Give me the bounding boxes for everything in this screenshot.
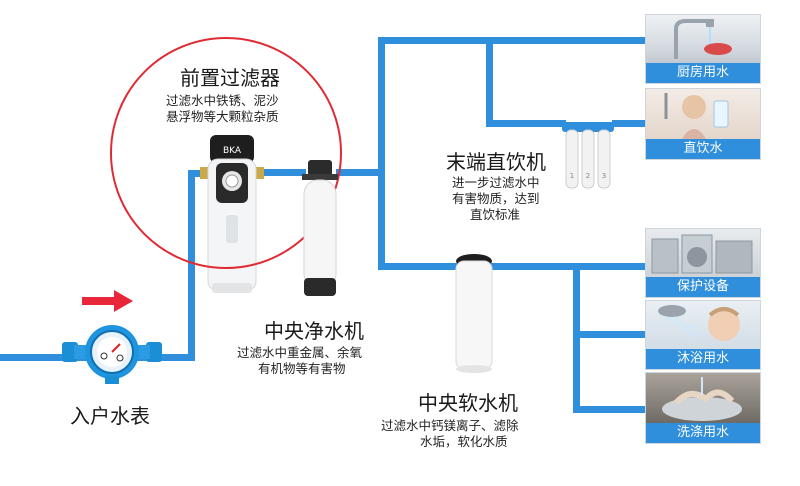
shower-icon: [646, 301, 760, 349]
pre-filter-desc-line1: 过滤水中铁锈、泥沙: [166, 93, 279, 108]
kitchen-faucet-icon: [646, 15, 760, 63]
output-protect-appliances: 保护设备: [645, 228, 761, 298]
output-label-laundry: 洗涤用水: [646, 423, 760, 443]
water-meter-icon: [62, 325, 162, 384]
drinking-glass-icon: [646, 89, 760, 139]
terminal-desc-line2: 有害物质，达到: [452, 191, 540, 206]
pipe-soft-vertical: [573, 263, 580, 413]
pre-filter-highlight-ring: [110, 37, 342, 269]
pre-filter-title: 前置过滤器: [180, 66, 280, 90]
output-label-kitchen: 厨房用水: [646, 63, 760, 83]
softener-desc-line1: 过滤水中钙镁离子、滤除: [381, 418, 519, 433]
softener-device-icon: [455, 254, 493, 373]
stage-2-number: 2: [586, 172, 590, 180]
output-label-appliances: 保护设备: [646, 277, 760, 297]
pipe-from-softener: [488, 263, 648, 270]
pipe-main-vertical: [378, 37, 385, 270]
output-label-drinking: 直饮水: [646, 139, 760, 159]
pre-filter-desc-line2: 悬浮物等大颗粒杂质: [166, 109, 279, 124]
stage-3-number: 3: [602, 172, 606, 180]
output-kitchen-water: 厨房用水: [645, 14, 761, 84]
softener-desc-line2: 水垢，软化水质: [420, 434, 508, 449]
terminal-filter-device-icon: 1 2 3: [562, 122, 614, 189]
central-purifier-desc-line1: 过滤水中重金属、余氧: [237, 345, 363, 360]
pipe-shower: [573, 331, 648, 338]
laundry-icon: [646, 373, 760, 423]
terminal-title: 末端直饮机: [446, 150, 546, 174]
flow-arrow-icon: [82, 290, 133, 312]
output-laundry-water: 洗涤用水: [645, 372, 761, 444]
central-purifier-device-icon: [302, 160, 338, 296]
pipe-purifier-to-main: [336, 169, 384, 176]
central-purifier-title: 中央净水机: [264, 319, 364, 343]
stage-1-number: 1: [570, 172, 574, 180]
pipe-riser: [188, 170, 195, 361]
appliances-icon: [646, 229, 760, 277]
output-label-bath: 沐浴用水: [646, 349, 760, 369]
pipe-kitchen: [378, 37, 648, 44]
pipe-laundry: [573, 406, 648, 413]
output-drinking-water: 直饮水: [645, 88, 761, 160]
pipe-drink-branch-h: [486, 120, 566, 127]
pipe-to-softener: [378, 263, 468, 270]
output-bath-water: 沐浴用水: [645, 300, 761, 370]
terminal-desc-line3: 直饮标准: [470, 207, 521, 222]
central-purifier-desc-line2: 有机物等有害物: [258, 361, 346, 376]
pipe-drink-to-output: [612, 120, 648, 127]
meter-label: 入户水表: [70, 404, 150, 428]
terminal-desc-line1: 进一步过滤水中: [452, 175, 540, 190]
softener-title: 中央软水机: [418, 391, 518, 415]
pipe-drink-branch-v: [486, 37, 493, 127]
